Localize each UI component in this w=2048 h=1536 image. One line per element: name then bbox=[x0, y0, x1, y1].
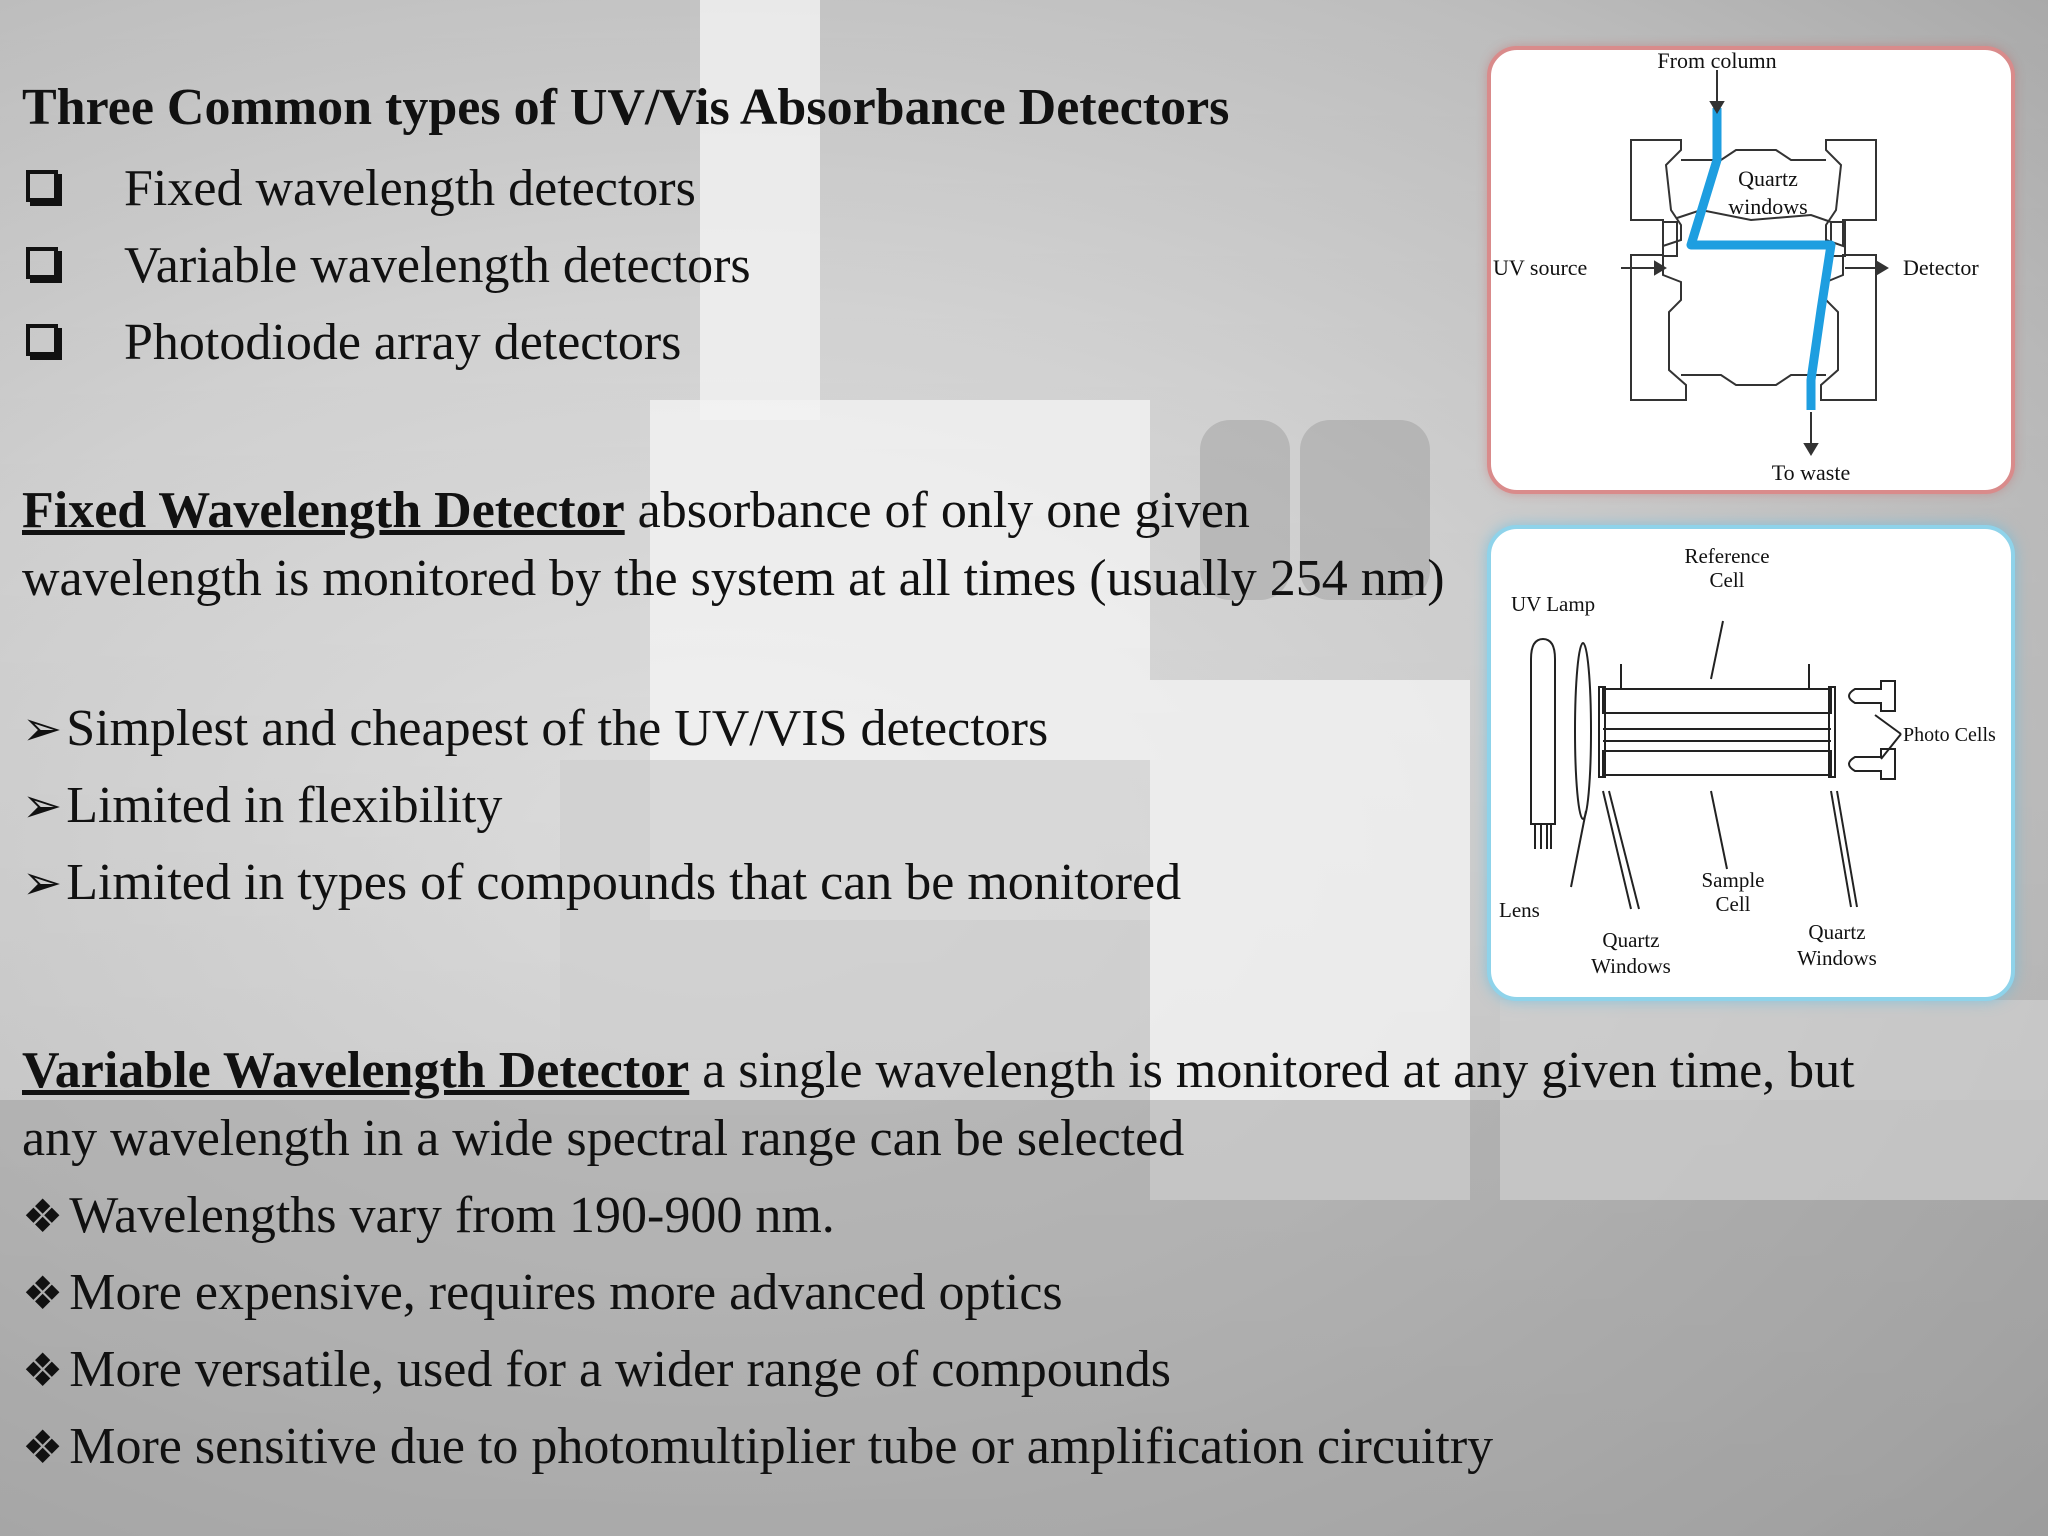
windows-left-label: Windows bbox=[1591, 954, 1671, 978]
list-item-label: More expensive, requires more advanced o… bbox=[69, 1264, 1063, 1321]
list-item: ➢Simplest and cheapest of the UV/VIS det… bbox=[22, 690, 1181, 767]
list-item-label: More sensitive due to photomultiplier tu… bbox=[69, 1418, 1494, 1475]
reference-cell-label: Cell bbox=[1710, 568, 1745, 592]
arrow-bullet-icon: ➢ bbox=[22, 702, 63, 756]
list-item: ❖Wavelengths vary from 190-900 nm. bbox=[22, 1177, 1493, 1254]
list-item: ➢Limited in flexibility bbox=[22, 767, 1181, 844]
photo-cell-top bbox=[1848, 680, 1896, 712]
variable-detector-paragraph: Variable Wavelength Detector a single wa… bbox=[22, 1037, 1882, 1173]
uv-source-label: UV source bbox=[1493, 255, 1587, 280]
list-item-label: Variable wavelength detectors bbox=[124, 237, 751, 294]
page-heading: Three Common types of UV/Vis Absorbance … bbox=[22, 79, 1230, 136]
diamond-bullet-icon: ❖ bbox=[22, 1190, 64, 1242]
variable-detector-description: a single wavelength is monitored at any … bbox=[22, 1042, 1855, 1167]
uv-lamp-label: UV Lamp bbox=[1511, 592, 1595, 616]
fixed-detector-title: Fixed Wavelength Detector bbox=[22, 482, 625, 539]
windows-label: windows bbox=[1728, 194, 1807, 219]
sample-cell-label: Cell bbox=[1716, 892, 1751, 916]
to-waste-label: To waste bbox=[1772, 460, 1851, 485]
variable-detector-bullets: ❖Wavelengths vary from 190-900 nm. ❖More… bbox=[22, 1177, 1493, 1485]
quartz-right-label: Quartz bbox=[1808, 920, 1865, 944]
sample-cell bbox=[1602, 750, 1832, 776]
list-item-label: Limited in flexibility bbox=[66, 777, 503, 834]
fixed-detector-paragraph: Fixed Wavelength Detector absorbance of … bbox=[22, 477, 1482, 613]
flow-cell-diagram: From column Quartz windows UV source Det… bbox=[1487, 46, 2015, 494]
lens-shape bbox=[1574, 642, 1592, 820]
list-item-label: Wavelengths vary from 190-900 nm. bbox=[69, 1187, 835, 1244]
reference-label: Reference bbox=[1684, 544, 1769, 568]
arrow-bullet-icon: ➢ bbox=[22, 779, 63, 833]
list-item: Photodiode array detectors bbox=[22, 304, 751, 381]
fixed-detector-bullets: ➢Simplest and cheapest of the UV/VIS det… bbox=[22, 690, 1181, 921]
list-item: Variable wavelength detectors bbox=[22, 227, 751, 304]
diamond-bullet-icon: ❖ bbox=[22, 1267, 64, 1319]
list-item: Fixed wavelength detectors bbox=[22, 150, 751, 227]
photo-cell-bottom bbox=[1848, 748, 1896, 780]
detector-label: Detector bbox=[1903, 255, 1979, 280]
sample-label: Sample bbox=[1702, 868, 1765, 892]
checkbox-icon bbox=[26, 169, 58, 202]
photo-cells-label: Photo Cells bbox=[1903, 724, 1996, 746]
dual-beam-diagram: Reference Cell UV Lamp Photo Cells Lens … bbox=[1487, 525, 2015, 1001]
diamond-bullet-icon: ❖ bbox=[22, 1421, 64, 1473]
list-item: ❖More sensitive due to photomultiplier t… bbox=[22, 1408, 1493, 1485]
windows-right-label: Windows bbox=[1797, 946, 1877, 970]
quartz-left-label: Quartz bbox=[1602, 928, 1659, 952]
list-item-label: Limited in types of compounds that can b… bbox=[66, 854, 1182, 911]
list-item: ❖More versatile, used for a wider range … bbox=[22, 1331, 1493, 1408]
variable-detector-title: Variable Wavelength Detector bbox=[22, 1042, 690, 1099]
list-item-label: Simplest and cheapest of the UV/VIS dete… bbox=[66, 700, 1049, 757]
diamond-bullet-icon: ❖ bbox=[22, 1344, 64, 1396]
from-column-label: From column bbox=[1657, 50, 1776, 73]
checkbox-icon bbox=[26, 246, 58, 279]
detector-types-list: Fixed wavelength detectors Variable wave… bbox=[22, 150, 751, 381]
list-item: ➢Limited in types of compounds that can … bbox=[22, 844, 1181, 921]
list-item-label: Fixed wavelength detectors bbox=[124, 160, 696, 217]
fixed-detector-description: absorbance of only one given wavelength … bbox=[22, 482, 1445, 607]
lens-label: Lens bbox=[1499, 898, 1540, 922]
list-item-label: More versatile, used for a wider range o… bbox=[69, 1341, 1171, 1398]
checkbox-icon bbox=[26, 323, 58, 356]
quartz-label: Quartz bbox=[1738, 166, 1798, 191]
list-item: ❖More expensive, requires more advanced … bbox=[22, 1254, 1493, 1331]
uv-lamp-shape bbox=[1530, 637, 1556, 825]
flow-path bbox=[1686, 108, 1836, 410]
arrow-bullet-icon: ➢ bbox=[22, 856, 63, 910]
list-item-label: Photodiode array detectors bbox=[124, 314, 682, 371]
reference-cell bbox=[1602, 688, 1832, 714]
